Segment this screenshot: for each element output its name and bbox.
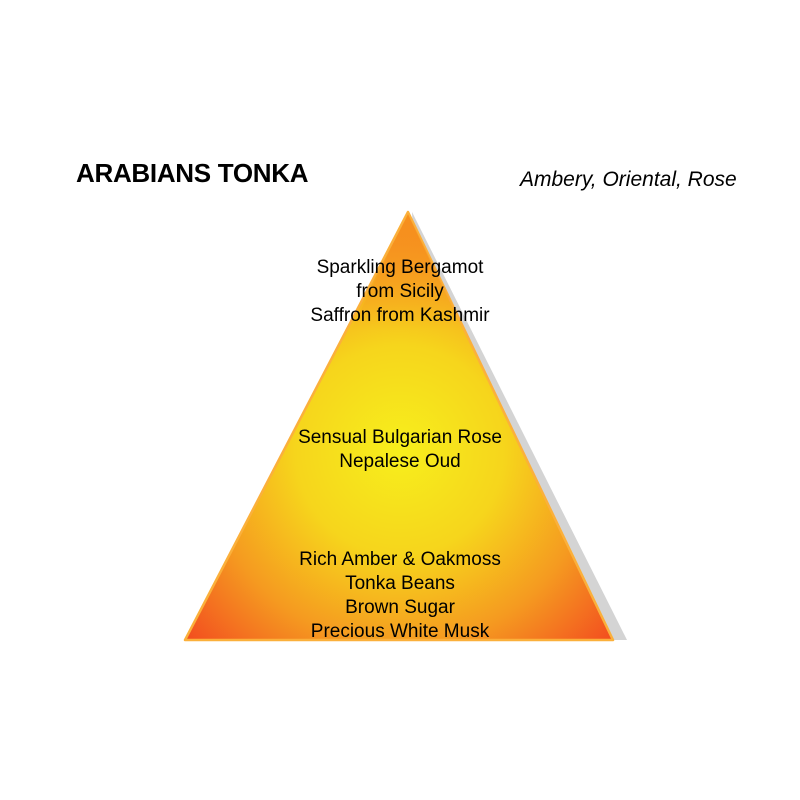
note-line: Precious White Musk [310,621,490,642]
fragrance-family: Ambery, Oriental, Rose [520,168,737,191]
note-line: Sparkling Bergamot [316,257,484,278]
pyramid-apex-shade [351,214,465,330]
note-line: Saffron from Kashmir [310,305,490,326]
note-line: Sensual Bulgarian Rose [298,427,502,448]
fragrance-title: ARABIANS TONKA [76,158,309,188]
pyramid-body [183,210,615,642]
note-line: Tonka Beans [345,573,455,594]
note-line: Rich Amber & Oakmoss [299,549,501,570]
note-line: from Sicily [356,281,444,302]
tier-heart-notes: Sensual Bulgarian Rose Nepalese Oud [200,426,600,474]
note-line: Nepalese Oud [339,451,461,472]
tier-top-notes: Sparkling Bergamot from Sicily Saffron f… [200,256,600,328]
tier-base-notes: Rich Amber & Oakmoss Tonka Beans Brown S… [200,548,600,644]
note-line: Brown Sugar [345,597,455,618]
